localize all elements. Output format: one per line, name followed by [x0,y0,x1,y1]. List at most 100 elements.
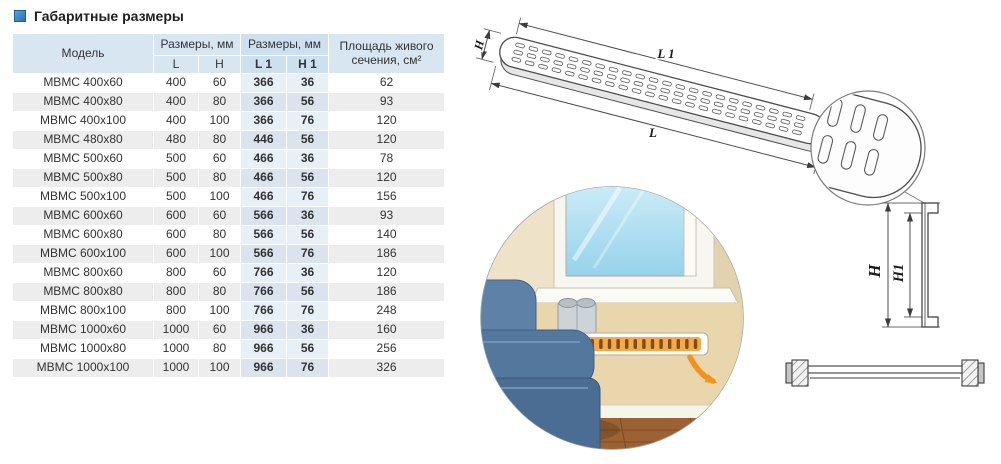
col-header-dims-l1h1: Размеры, мм [240,33,330,56]
area-cell: 156 [328,187,446,207]
area-cell: 256 [328,339,446,359]
h1-cell: 36 [286,320,330,340]
h-cell: 60 [197,206,242,226]
col-subheader-h: H [197,55,242,74]
table-header: Модель Размеры, мм Размеры, мм Площадь ж… [12,33,446,74]
l-cell: 480 [153,130,199,150]
model-cell: МВМС 500x60 [12,149,154,169]
area-cell: 248 [328,301,446,321]
model-cell: МВМС 600x100 [12,244,154,264]
l1-cell: 466 [240,168,288,188]
h-cell: 60 [197,263,242,283]
l1-cell: 566 [240,206,288,226]
area-cell: 186 [328,282,446,302]
l1-cell: 466 [240,187,288,207]
l-cell: 600 [153,225,199,245]
l1-cell: 766 [240,301,288,321]
h1-cell: 56 [286,130,330,150]
model-cell: МВМС 1000x100 [12,358,154,378]
l-cell: 400 [153,73,199,93]
h-cell: 100 [197,111,242,131]
h1-cell: 56 [286,225,330,245]
l-cell: 800 [153,263,199,283]
l1-cell: 446 [240,130,288,150]
h-cell: 100 [197,187,242,207]
area-cell: 78 [328,149,446,169]
h-cell: 100 [197,358,242,378]
h1-cell: 36 [286,263,330,283]
area-cell: 62 [328,73,446,93]
magnifier-detail [810,90,927,206]
floor [481,417,743,449]
l1-cell: 366 [240,92,288,112]
dim-label-h-grille: H [471,38,487,52]
l-cell: 400 [153,111,199,131]
l-cell: 500 [153,187,199,207]
dim-label-l: L [648,125,657,140]
col-header-model: Модель [12,33,154,74]
window [553,187,715,289]
l1-cell: 566 [240,244,288,264]
h1-cell: 56 [286,168,330,188]
installed-grille [571,332,709,356]
l-cell: 1000 [153,339,199,359]
section-title: Габаритные размеры [34,8,184,24]
area-cell: 120 [328,111,446,131]
dimensions-table: Модель Размеры, мм Размеры, мм Площадь ж… [12,33,446,378]
model-cell: МВМС 480x80 [12,130,154,150]
technical-drawings: L 1 L H [470,17,985,450]
l1-cell: 766 [240,282,288,302]
h1-cell: 76 [286,111,330,131]
h-cell: 80 [197,282,242,302]
h-cell: 60 [197,149,242,169]
section-bullet-icon [14,10,26,22]
model-cell: МВМС 400x60 [12,73,154,93]
section-header: Габаритные размеры [14,8,464,24]
area-cell: 120 [328,263,446,283]
area-cell: 120 [328,168,446,188]
l1-cell: 966 [240,320,288,340]
l1-cell: 466 [240,149,288,169]
l1-cell: 366 [240,111,288,131]
l-cell: 500 [153,168,199,188]
l-cell: 800 [153,282,199,302]
dim-label-l1: L 1 [656,46,674,61]
l-cell: 500 [153,149,199,169]
model-cell: МВМС 600x80 [12,225,154,245]
area-cell: 160 [328,320,446,340]
h-cell: 80 [197,130,242,150]
grille-perspective-drawing: L 1 L H [470,17,927,206]
h1-cell: 36 [286,206,330,226]
col-subheader-l: L [153,55,199,74]
dim-label-h1-section: H1 [891,264,907,284]
area-cell: 93 [328,92,446,112]
l1-cell: 766 [240,263,288,283]
h-cell: 80 [197,168,242,188]
h1-cell: 76 [286,358,330,378]
model-cell: МВМС 400x100 [12,111,154,131]
l-cell: 600 [153,206,199,226]
h-cell: 100 [197,301,242,321]
h-cell: 80 [197,225,242,245]
model-cell: МВМС 800x60 [12,263,154,283]
h-cell: 100 [197,244,242,264]
col-subheader-l1: L 1 [240,55,288,74]
model-cell: МВМС 1000x80 [12,339,154,359]
h1-cell: 76 [286,187,330,207]
h1-cell: 56 [286,92,330,112]
l1-cell: 366 [240,73,288,93]
model-cell: МВМС 1000x60 [12,320,154,340]
l-cell: 1000 [153,320,199,340]
